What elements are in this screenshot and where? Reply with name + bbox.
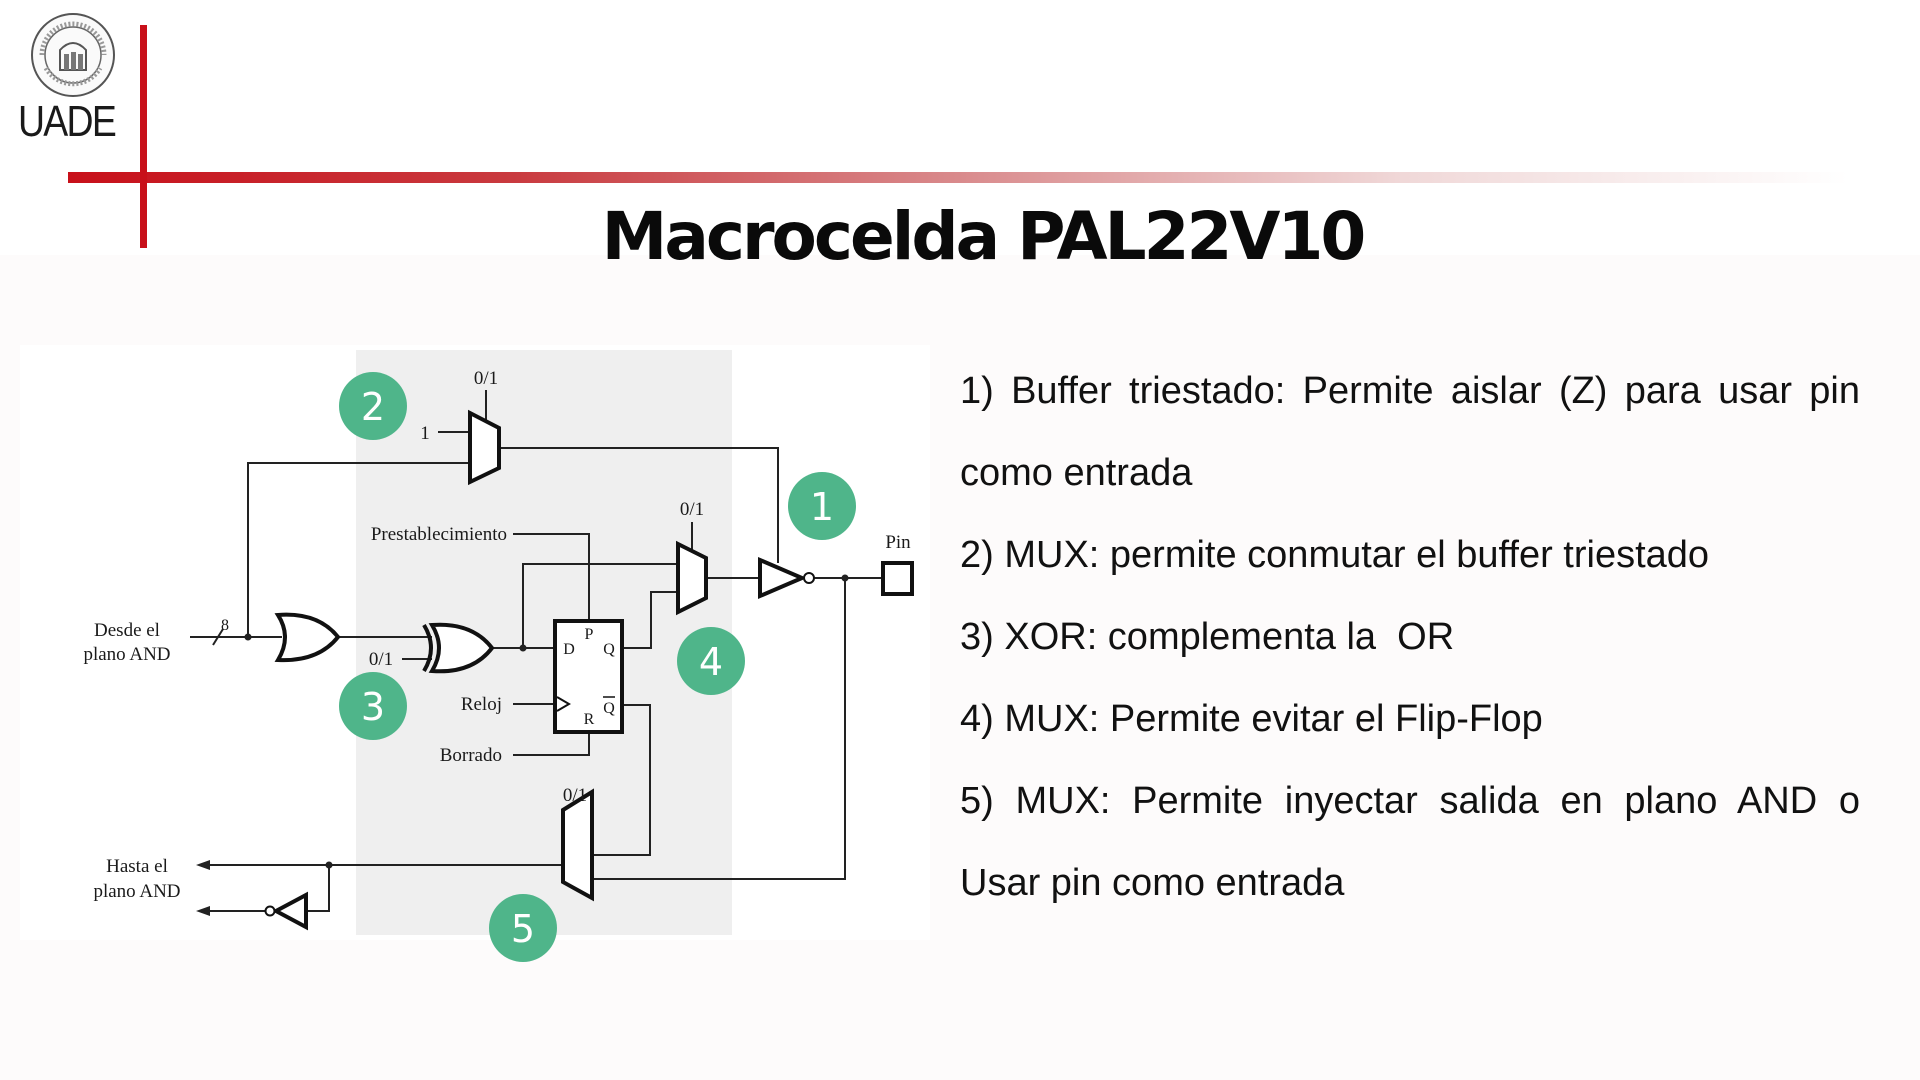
svg-text:2: 2 [361,385,385,429]
badge-2: 2 [339,372,407,440]
mux5-select-label: 0/1 [563,785,587,806]
inverter-input-wire [306,865,330,912]
pin-feedback-wire [592,578,846,880]
junction-dot [519,644,527,652]
mux2-const-label: 1 [420,423,430,444]
clock-label: Reloj [461,694,502,715]
university-seal-icon [31,13,115,97]
ff-d-label: D [563,641,575,658]
xor-select-label: 0/1 [369,649,393,670]
pin-label: Pin [885,532,911,553]
pin-pad [881,561,914,596]
badge-1: 1 [788,472,856,540]
note-5-line-1: 5) MUX: Permite inyectar salida en plano… [960,780,1860,822]
mux4-symbol [676,540,708,616]
header-red-rule [68,172,1848,183]
note-5-line-2: Usar pin como entrada [960,862,1345,904]
or-gate-symbol [274,612,341,663]
tristate-enable-wire [499,447,779,563]
arrow-icon [196,860,210,870]
note-1-line-2: como entrada [960,452,1193,494]
ff-r-label: R [584,711,595,728]
svg-text:3: 3 [361,685,385,729]
to-and-label: Hasta el [106,856,168,877]
arrow-icon [196,906,210,916]
bus-width-label: 8 [221,617,229,634]
page-title: Macrocelda PAL22V10 [601,198,1367,275]
note-1-line-1: 1) Buffer triestado: Permite aislar (Z) … [960,370,1860,412]
xor-gate-symbol [428,622,495,674]
badge-3: 3 [339,672,407,740]
junction-dot [841,574,849,582]
note-2: 2) MUX: permite conmutar el buffer tries… [960,534,1710,576]
mux4-select-label: 0/1 [680,499,704,520]
svg-text:4: 4 [699,640,723,684]
ff-q-label: Q [603,641,615,658]
note-3: 3) XOR: complementa la OR [960,616,1455,658]
clock-triangle [556,696,571,712]
note-4: 4) MUX: Permite evitar el Flip-Flop [960,698,1543,740]
tristate-buffer-symbol [758,556,808,600]
badge-5: 5 [489,894,557,962]
bypass-wire [522,563,678,648]
preset-wire [513,533,590,621]
inverter-bubble [264,905,276,917]
from-and-label: plano AND [83,644,170,665]
svg-text:5: 5 [511,907,535,951]
inverter-symbol [271,891,308,931]
uade-logo-text: UADE [18,97,117,146]
q-output-wire [622,591,678,649]
inversion-bubble [803,572,815,584]
header-red-vertical-rule [140,25,147,248]
notes-list: 1) Buffer triestado: Permite aislar (Z) … [960,350,1860,924]
mux2-input-wire [247,462,470,637]
flip-flop-symbol [553,619,624,734]
clear-label: Borrado [440,745,502,766]
svg-text:1: 1 [810,485,834,529]
mux5-symbol [561,788,594,902]
mux2-symbol [468,409,501,486]
qbar-output-wire [592,704,651,856]
badge-4: 4 [677,627,745,695]
ff-p-label: P [585,626,594,643]
bus-slash [212,628,224,646]
junction-dot [325,861,333,869]
note-1: 1) Buffer triestado: Permite aislar (Z) … [960,350,1860,514]
junction-dot [244,633,252,641]
from-and-label: Desde el [94,620,160,641]
note-5: 5) MUX: Permite inyectar salida en plano… [960,760,1860,924]
preset-label: Prestablecimiento [371,524,507,545]
ff-qbar-label: Q [603,700,615,717]
mux2-select-label: 0/1 [474,368,498,389]
clear-wire [513,732,590,756]
to-and-label: plano AND [93,881,180,902]
